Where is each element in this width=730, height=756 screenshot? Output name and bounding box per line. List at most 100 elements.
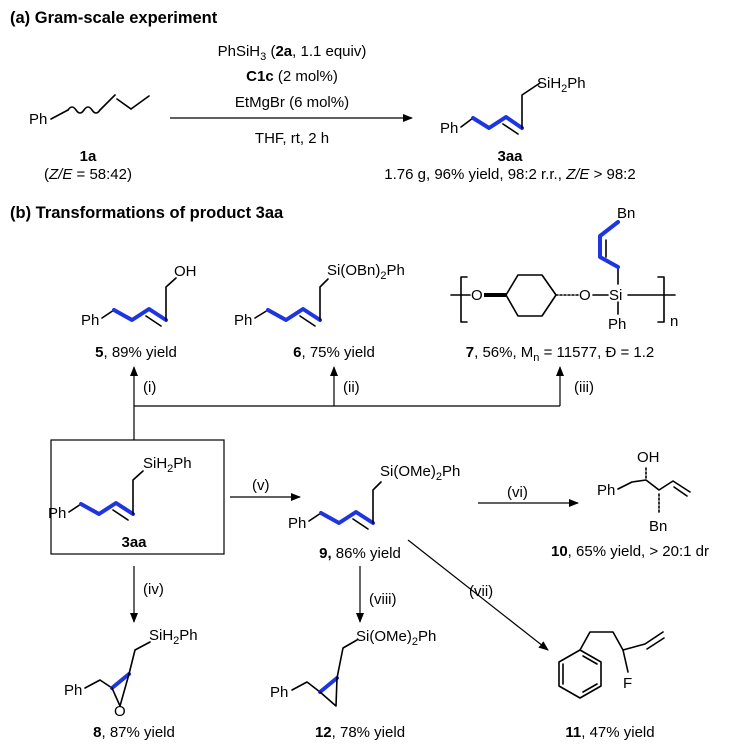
compound-7-structure: n O O Si Ph Bn: [450, 205, 678, 333]
bn-group: Bn: [617, 205, 635, 222]
branch-line: [133, 405, 560, 440]
highlighted-bond: [110, 672, 131, 690]
highlighted-bond: [318, 676, 339, 694]
compound-3aa-box: [50, 439, 225, 555]
ph-group: Ph: [597, 482, 615, 499]
bn-group: Bn: [649, 518, 667, 535]
bond: [128, 641, 151, 675]
compound-3aa-structure: Ph SiH2Ph: [440, 75, 586, 137]
ph-group: Ph: [440, 120, 458, 137]
oxygen-right: O: [579, 287, 591, 304]
bond: [336, 639, 358, 679]
carbon-chain: [617, 479, 691, 493]
bond: [132, 470, 144, 515]
double-bond-line: [145, 315, 162, 327]
silicon-atom: Si: [609, 287, 622, 304]
ph-group: Ph: [608, 316, 626, 333]
section-a-title: (a) Gram-scale experiment: [10, 9, 218, 27]
oxygen-left: O: [471, 287, 483, 304]
bond: [165, 277, 177, 321]
bond: [68, 503, 82, 513]
double-bond-line: [673, 486, 688, 497]
compound-3aa-box-label: 3aa: [121, 534, 147, 551]
compound-12-caption: 12, 78% yield: [315, 724, 405, 741]
si-ome2ph-group: Si(OMe)2Ph: [356, 628, 436, 648]
compound-10-caption: 10, 65% yield, > 20:1 dr: [551, 543, 709, 560]
step-viii-label: (viii): [369, 591, 397, 608]
wavy-bond: [67, 106, 101, 114]
ph-group: Ph: [29, 111, 47, 128]
compound-10-structure: OH Ph Bn: [597, 449, 691, 535]
highlighted-bonds: [598, 220, 620, 269]
compound-8-structure: Ph O SiH2Ph: [64, 627, 198, 720]
ph-group: Ph: [234, 312, 252, 329]
compound-5-structure: Ph OH: [81, 263, 197, 329]
highlighted-bonds: [319, 510, 375, 525]
step-iv-label: (iv): [143, 581, 164, 598]
ph-group: Ph: [48, 505, 66, 522]
benzene-double-bonds: [562, 655, 598, 693]
compound-7-caption: 7, 56%, Mn = 11577, Đ = 1.2: [466, 344, 654, 364]
oh-group: OH: [174, 263, 197, 280]
step-iii-label: (iii): [574, 379, 594, 396]
step-i-label: (i): [143, 379, 156, 396]
step-v-label: (v): [252, 477, 270, 494]
bond: [521, 82, 541, 129]
compound-1a-ratio: (Z/E = 58:42): [44, 166, 132, 183]
ph-group: Ph: [81, 312, 99, 329]
polymer-n: n: [670, 313, 678, 330]
epoxide-oxygen: O: [114, 703, 126, 720]
section-b-title: (b) Transformations of product 3aa: [10, 204, 284, 222]
compound-11-structure: F: [558, 631, 665, 699]
compound-9-structure: Ph Si(OMe)2Ph: [288, 463, 460, 532]
fluorine-atom: F: [623, 675, 632, 692]
bond: [101, 309, 115, 319]
compound-9-caption: 9, 86% yield: [319, 545, 401, 562]
benzene-ring: [558, 649, 602, 699]
double-bond-line: [502, 123, 519, 135]
step-ii-label: (ii): [343, 379, 360, 396]
compound-8-caption: 8, 87% yield: [93, 724, 175, 741]
bond: [116, 98, 132, 110]
si-ome2ph-group: Si(OMe)2Ph: [380, 463, 460, 483]
bond: [291, 681, 321, 693]
reagent-etmgbr: EtMgBr (6 mol%): [235, 94, 349, 111]
si-obn2ph-group: Si(OBn)2Ph: [327, 262, 405, 282]
double-bond-line: [299, 315, 316, 327]
bond: [308, 512, 322, 522]
highlighted-bonds: [471, 115, 524, 130]
highlighted-bonds: [266, 307, 322, 322]
cyclohexane-ring: [505, 274, 557, 317]
right-bracket: [657, 276, 665, 323]
compound-3aa-yield: 1.76 g, 96% yield, 98:2 r.r., Z/E > 98:2: [384, 166, 635, 183]
bond: [372, 481, 382, 524]
highlighted-bonds: [79, 501, 135, 516]
compound-3aa-label: 3aa: [497, 148, 523, 165]
compound-1a-label: 1a: [80, 148, 97, 165]
reagent-phsih3: PhSiH3 (2a, 1.1 equiv): [218, 43, 367, 63]
compound-5-caption: 5, 89% yield: [95, 344, 177, 361]
compound-3aa-boxed-structure: Ph SiH2Ph: [48, 455, 192, 522]
cyclopropane-ring: [319, 677, 338, 707]
epoxide-ring: [111, 673, 130, 707]
oh-group: OH: [637, 449, 660, 466]
compound-12-structure: Ph Si(OMe)2Ph: [270, 628, 436, 707]
sih2ph-group: SiH2Ph: [143, 455, 192, 475]
bond: [50, 109, 69, 120]
step-vi-label: (vi): [507, 484, 528, 501]
highlighted-bonds: [112, 307, 168, 322]
carbon-chain: [579, 631, 664, 651]
bond-to-fluorine: [622, 649, 629, 673]
ph-group: Ph: [270, 684, 288, 701]
ph-group: Ph: [288, 515, 306, 532]
conditions-thf: THF, rt, 2 h: [255, 130, 329, 147]
compound-11-caption: 11, 47% yield: [565, 724, 654, 741]
bond: [319, 278, 329, 321]
double-bond-line: [352, 518, 369, 530]
double-bond-line: [112, 509, 129, 521]
bond: [254, 309, 269, 319]
arrow-vii: [407, 539, 549, 651]
bond: [130, 95, 150, 110]
bond: [84, 679, 113, 689]
